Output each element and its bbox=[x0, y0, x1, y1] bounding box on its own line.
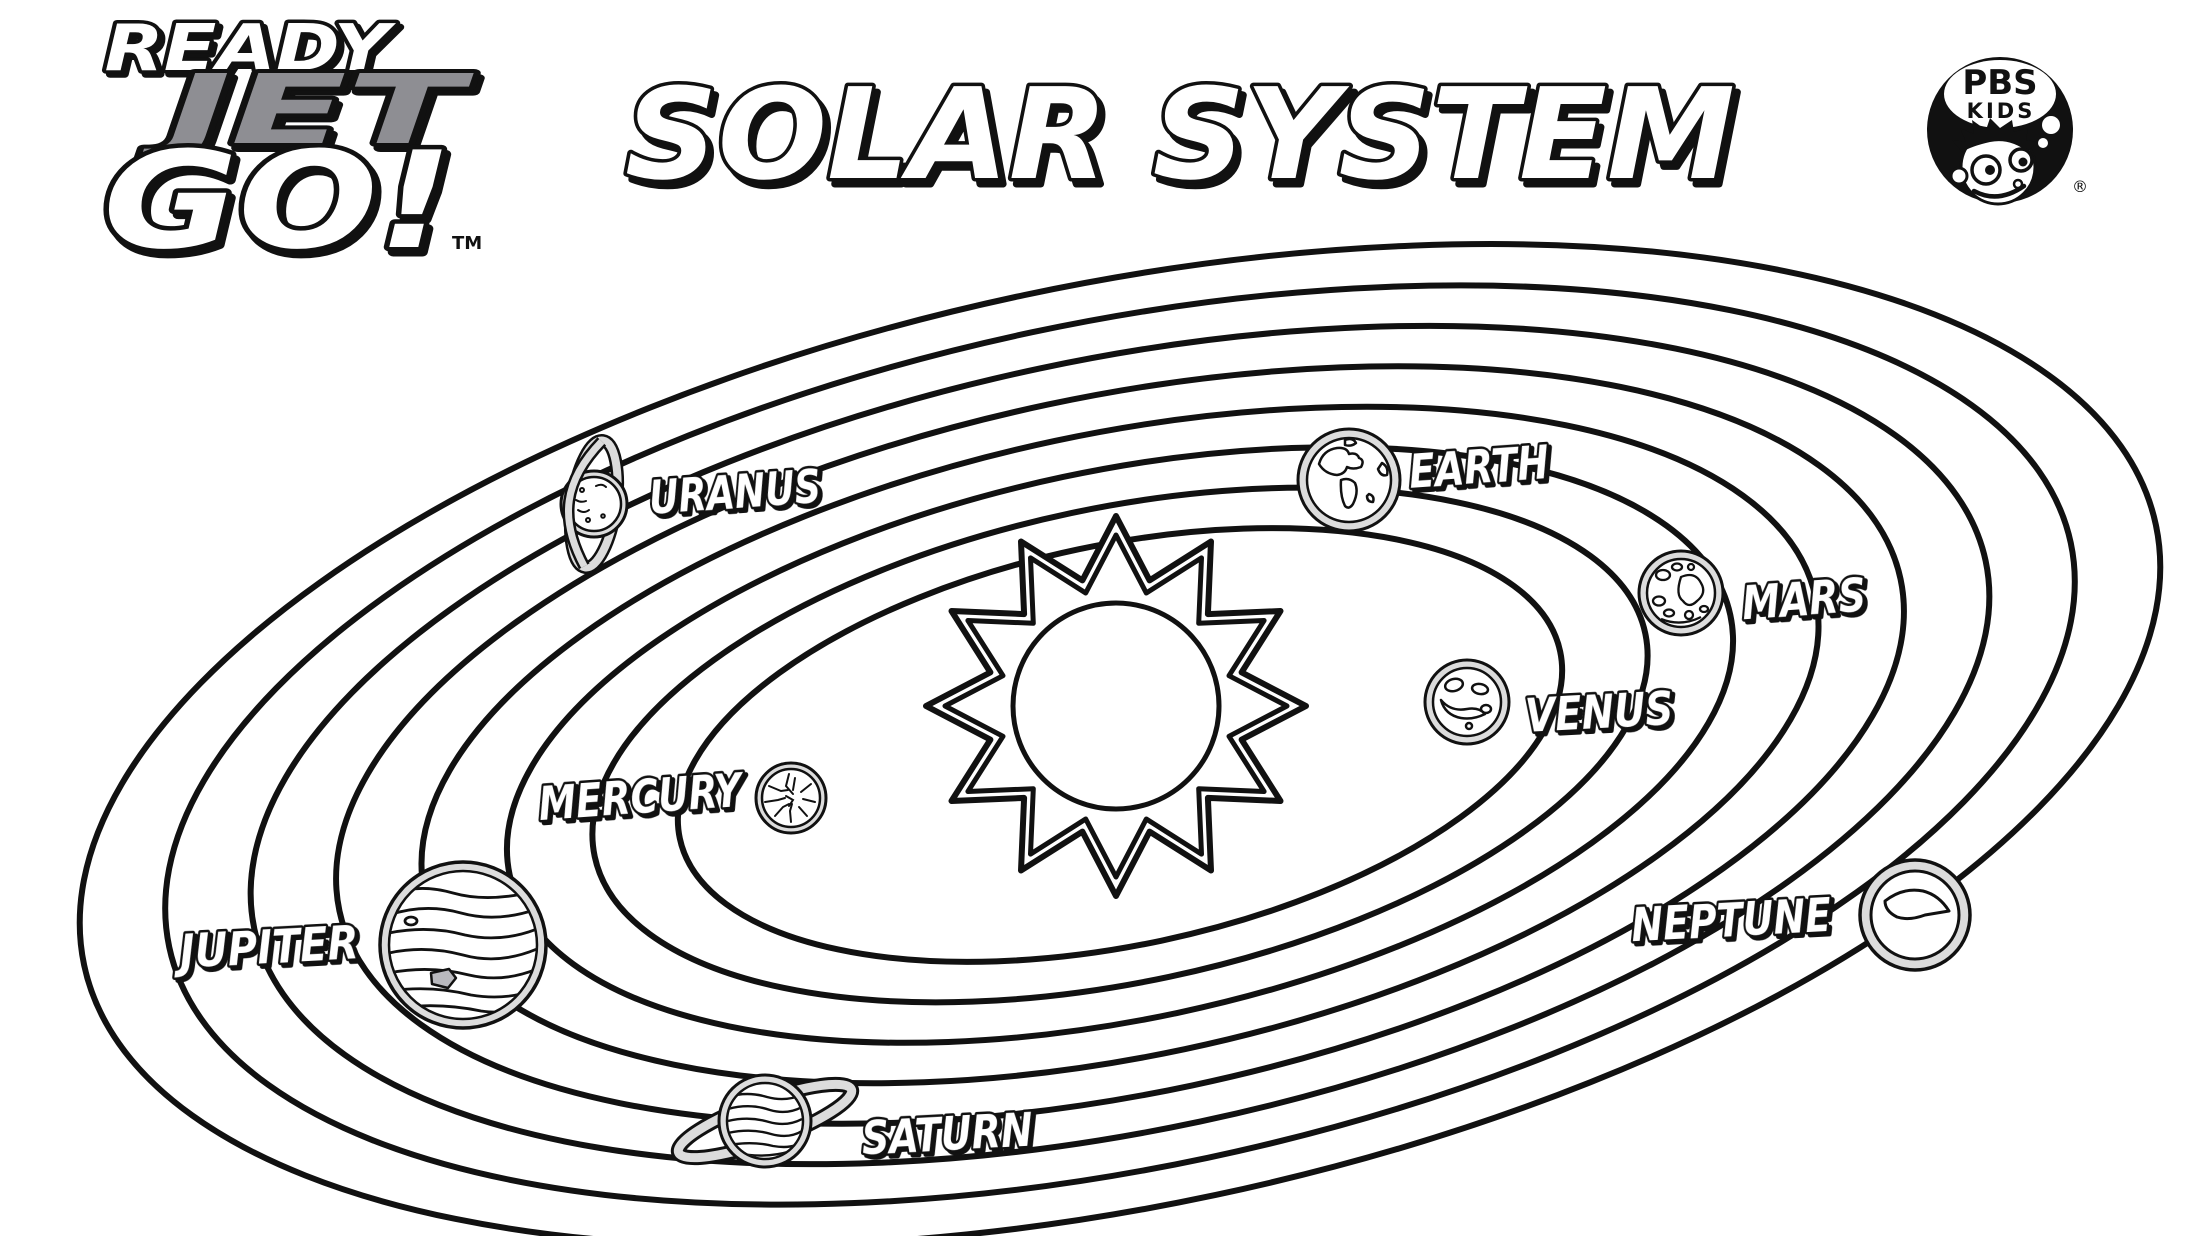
logo-trademark: TM bbox=[452, 233, 482, 254]
mars-craters bbox=[1651, 562, 1710, 624]
pbs-bubble-dot-small bbox=[2038, 138, 2048, 148]
logo-line-jet: JET bbox=[139, 54, 474, 166]
logo-line-go: GO! bbox=[103, 123, 453, 279]
pbs-thought-bubble bbox=[1944, 60, 2056, 128]
pbs-kid-hair bbox=[1952, 118, 2036, 152]
label-saturn: SATURN bbox=[860, 1103, 1034, 1166]
label-venus: VENUS bbox=[1524, 681, 1675, 743]
label-mars: MARS bbox=[1740, 568, 1867, 631]
page-title: SOLAR SYSTEM bbox=[625, 61, 1735, 208]
planet-mercury bbox=[754, 761, 828, 835]
uranus-surface-marks bbox=[575, 483, 607, 523]
pbs-bubble-dot-large bbox=[2042, 116, 2060, 134]
planet-uranus bbox=[559, 434, 629, 574]
pbs-kid-face bbox=[1949, 118, 2037, 206]
logo-line-ready: READY bbox=[105, 12, 397, 86]
orbit-venus bbox=[589, 484, 1651, 1006]
orbit-neptune bbox=[76, 241, 2164, 1236]
show-logo: READY JET GO! TM bbox=[99, 9, 483, 284]
planet-neptune bbox=[1858, 858, 1972, 972]
orbit-saturn bbox=[247, 322, 1993, 1168]
orbit-rings bbox=[76, 241, 2164, 1236]
venus-surface-patches bbox=[1439, 677, 1493, 731]
mercury-crack-lines bbox=[764, 773, 816, 823]
pbs-registered-mark: ® bbox=[2072, 177, 2088, 196]
planet-jupiter bbox=[378, 860, 548, 1030]
orbit-uranus bbox=[162, 282, 2078, 1208]
label-uranus: URANUS bbox=[647, 459, 822, 525]
label-neptune: NEPTUNE bbox=[1630, 888, 1833, 952]
planet-venus bbox=[1423, 658, 1511, 746]
pbs-kids-logo: PBS KIDS ® bbox=[1927, 57, 2088, 206]
neptune-swoosh bbox=[1883, 888, 1951, 921]
sun bbox=[923, 513, 1309, 899]
planet-labels: MERCURY VENUS EARTH MARS JUPITER SATURN … bbox=[169, 433, 1870, 1168]
kids-text: KIDS bbox=[1967, 99, 2036, 123]
planet-saturn bbox=[670, 1073, 860, 1169]
label-earth: EARTH bbox=[1407, 435, 1550, 499]
pbs-kid-ear bbox=[1949, 166, 1969, 186]
planet-earth bbox=[1296, 427, 1402, 533]
label-mercury: MERCURY bbox=[537, 763, 747, 831]
earth-continents bbox=[1317, 437, 1389, 509]
jupiter-great-spot bbox=[429, 967, 458, 990]
label-jupiter: JUPITER bbox=[171, 915, 360, 979]
pbs-text: PBS bbox=[1962, 63, 2037, 103]
orbit-jupiter bbox=[333, 363, 1907, 1127]
uranus-ring-front bbox=[562, 437, 607, 570]
orbit-mercury bbox=[674, 525, 1566, 965]
planet-mars bbox=[1637, 549, 1725, 637]
pbs-kid-smile bbox=[1971, 183, 2027, 199]
sun-core bbox=[1010, 600, 1222, 812]
